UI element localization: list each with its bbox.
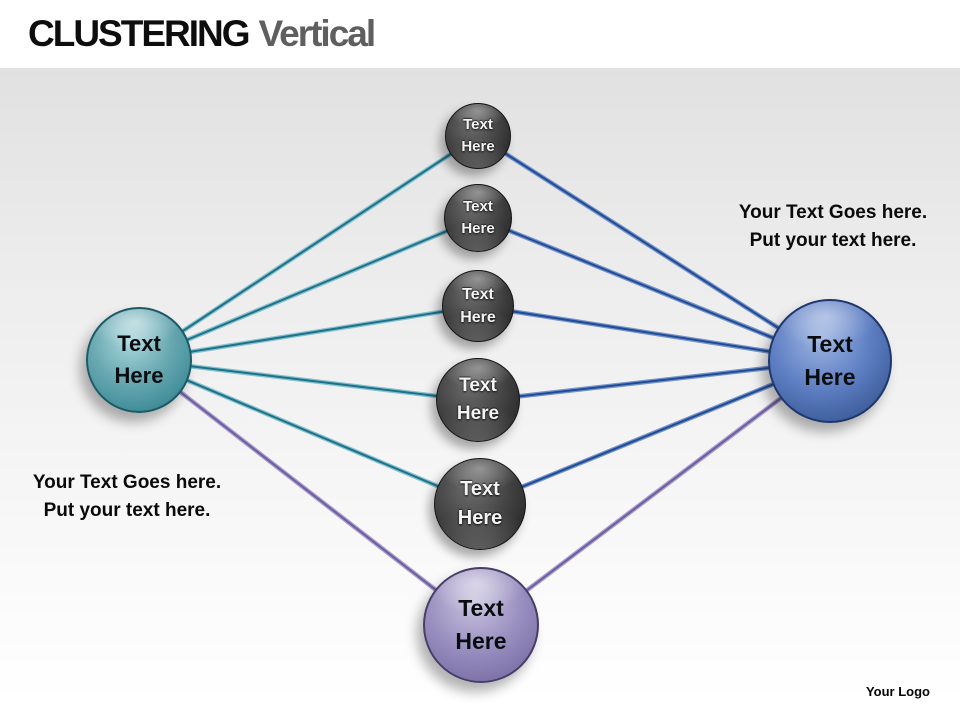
cluster-node-4: Text Here [436, 358, 520, 442]
caption-right: Your Text Goes here. Put your text here. [708, 199, 958, 255]
left-hub-node: Text Here [86, 307, 192, 413]
title-secondary: Vertical [258, 13, 377, 54]
cluster-node-5-label: Text Here [457, 478, 503, 529]
connector-purple-right [479, 359, 832, 627]
connector-teal-3 [138, 303, 479, 363]
cluster-node-1: Text Here [445, 103, 511, 169]
footer-logo: Your Logo [865, 684, 930, 699]
cluster-node-1-label: Text Here [461, 116, 495, 155]
connector-blue-1 [476, 134, 832, 363]
caption-right-line2: Put your text here. [749, 230, 917, 251]
connector-blue-2 [477, 215, 831, 364]
right-hub-node: Text Here [768, 299, 892, 423]
caption-left-line2: Put your text here. [43, 500, 211, 521]
caption-left: Your Text Goes here. Put your text here. [8, 469, 246, 525]
connector-teal-5 [138, 357, 481, 507]
connector-teal-2 [138, 215, 479, 363]
cluster-node-5: Text Here [434, 458, 526, 550]
bottom-node: Text Here [423, 567, 539, 683]
cluster-node-3: Text Here [442, 270, 514, 342]
connector-purple-left [137, 358, 483, 627]
cluster-node-2-label: Text Here [461, 198, 495, 237]
connector-blue-5 [479, 358, 831, 507]
cluster-node-3-label: Text Here [460, 285, 496, 326]
cluster-node-4-label: Text Here [456, 375, 500, 424]
title-primary: CLUSTERING [28, 13, 250, 54]
bottom-node-label: Text Here [455, 594, 507, 654]
left-hub-label: Text Here [114, 331, 164, 388]
connector-teal-1 [137, 134, 480, 362]
connector-teal-4 [138, 357, 479, 404]
right-hub-label: Text Here [804, 330, 856, 390]
caption-left-line1: Your Text Goes here. [32, 472, 222, 493]
page-title: CLUSTERING Vertical [28, 8, 377, 60]
cluster-node-2: Text Here [444, 184, 512, 252]
caption-right-line1: Your Text Goes here. [738, 202, 928, 223]
